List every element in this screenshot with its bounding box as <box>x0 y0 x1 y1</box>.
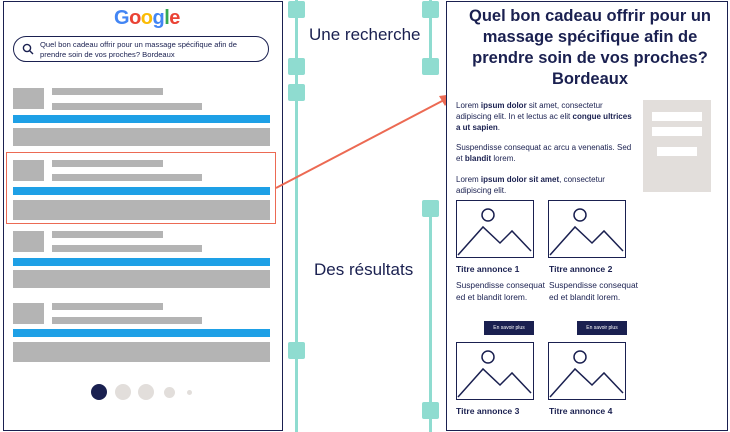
result-link-bar[interactable] <box>13 329 270 337</box>
google-logo: Google <box>114 7 180 30</box>
learn-more-button[interactable]: En savoir plus <box>484 321 534 335</box>
search-step-label: Une recherche <box>309 25 421 44</box>
sidebar-form-line <box>652 112 702 121</box>
timeline-marker <box>422 402 439 419</box>
timeline-line <box>295 0 298 432</box>
logo-letter: G <box>114 7 130 29</box>
result-link-bar[interactable] <box>13 258 270 266</box>
search-icon <box>22 43 34 55</box>
results-step-label: Des résultats <box>314 260 414 279</box>
learn-more-button[interactable]: En savoir plus <box>577 321 627 335</box>
logo-letter: g <box>152 7 165 29</box>
pagination-dot-active[interactable] <box>91 384 107 400</box>
result-title-line <box>52 88 163 95</box>
pagination-dot[interactable] <box>187 390 192 395</box>
search-input[interactable]: Quel bon cadeau offrir pour un massage s… <box>13 36 269 62</box>
result-snippet <box>13 128 270 146</box>
ad-title[interactable]: Titre annonce 1 <box>456 264 520 274</box>
timeline-marker <box>422 200 439 217</box>
logo-letter: o <box>129 7 141 29</box>
logo-letter: e <box>169 7 180 29</box>
sidebar-form-line <box>652 127 702 136</box>
timeline-marker <box>288 342 305 359</box>
result-url-line <box>52 174 202 181</box>
ad-image-icon <box>548 342 626 400</box>
paragraph-3: Lorem ipsum dolor sit amet, consectetur … <box>456 175 605 195</box>
result-thumbnail <box>13 303 44 324</box>
timeline-line <box>429 0 432 70</box>
result-thumbnail <box>13 88 44 109</box>
paragraph-2: Suspendisse consequat ac arcu a venenati… <box>456 143 632 163</box>
result-url-line <box>52 317 202 324</box>
ad-image-icon <box>456 342 534 400</box>
result-url-line <box>52 245 202 252</box>
page-title: Quel bon cadeau offrir pour un massage s… <box>468 7 711 88</box>
paragraph-1: Lorem ipsum dolor sit amet, consectetur … <box>456 101 632 132</box>
ad-text: Suspendisse consequat ed et blandit lore… <box>456 280 545 302</box>
result-snippet <box>13 270 270 288</box>
result-title-line <box>52 303 163 310</box>
result-link-bar[interactable] <box>13 115 270 123</box>
result-snippet <box>13 200 270 220</box>
result-title-line <box>52 160 163 167</box>
search-query: Quel bon cadeau offrir pour un massage s… <box>40 40 238 59</box>
ad-text: Suspendisse consequat ed et blandit lore… <box>549 280 638 302</box>
result-thumbnail <box>13 231 44 252</box>
sidebar-form-line <box>657 147 697 156</box>
logo-letter: o <box>140 7 153 29</box>
ad-title[interactable]: Titre annonce 3 <box>456 406 520 416</box>
result-title-line <box>52 231 163 238</box>
pagination-dot[interactable] <box>138 384 154 400</box>
result-thumbnail <box>13 160 44 181</box>
logo-letter: l <box>164 7 170 29</box>
ad-title[interactable]: Titre annonce 4 <box>549 406 613 416</box>
timeline-marker <box>288 1 305 18</box>
timeline-marker <box>422 58 439 75</box>
highlighted-result-frame <box>6 152 276 224</box>
result-link-bar[interactable] <box>13 187 270 195</box>
ad-image-icon <box>548 200 626 258</box>
pagination-dot[interactable] <box>115 384 131 400</box>
result-url-line <box>52 103 202 110</box>
timeline-line <box>429 208 432 432</box>
timeline-marker <box>288 58 305 75</box>
ad-image-icon <box>456 200 534 258</box>
result-snippet <box>13 342 270 362</box>
timeline-marker <box>288 84 305 101</box>
timeline-marker <box>422 1 439 18</box>
ad-title[interactable]: Titre annonce 2 <box>549 264 613 274</box>
pagination-dot[interactable] <box>164 387 175 398</box>
